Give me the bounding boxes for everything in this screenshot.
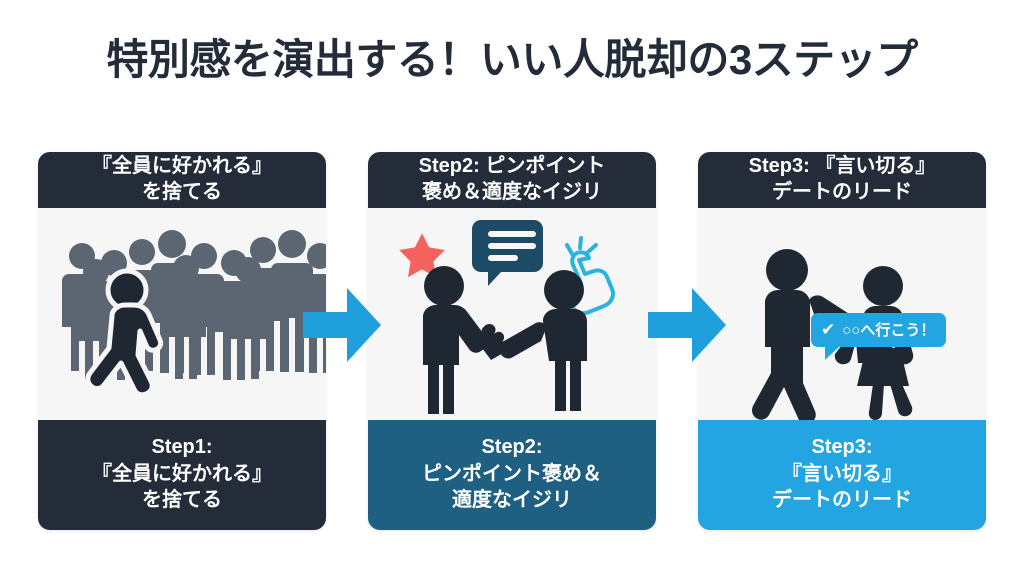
step3-header-line-1: Step3: 『言い切る』 xyxy=(748,155,936,177)
step2-header-line-1: Step2: ピンポイント xyxy=(418,155,606,177)
step3-illustration-area: ✔ ○○へ行こう！ xyxy=(698,208,986,420)
arrow-right-icon-1 xyxy=(303,288,381,362)
step3-footer-line-1: Step3: xyxy=(811,436,873,459)
two-people-talking-icon xyxy=(368,208,656,420)
star-icon xyxy=(394,228,450,282)
step1-header: 『全員に好かれる』 を捨てる xyxy=(38,152,326,208)
page-title: 特別感を演出する！いい人脱却の3ステップ xyxy=(106,36,918,83)
step1-header-line-1: 『全員に好かれる』 xyxy=(92,155,272,177)
step3-header-line-2: デートのリード xyxy=(772,181,912,203)
step3-speech-bubble: ✔ ○○へ行こう！ xyxy=(811,313,947,360)
step3-footer-line-2: 『言い切る』 xyxy=(782,462,902,485)
step1-footer-line-2: 『全員に好かれる』 xyxy=(92,462,272,485)
step3-footer-line-3: デートのリード xyxy=(772,489,912,512)
step-card-step1: 『全員に好かれる』 を捨てる xyxy=(38,152,326,530)
step2-footer-line-3: 適度なイジリ xyxy=(452,489,572,512)
step1-footer-line-3: を捨てる xyxy=(142,489,222,512)
step1-header-line-2: を捨てる xyxy=(142,181,222,203)
step3-header: Step3: 『言い切る』 デートのリード xyxy=(698,152,986,208)
arrow-right-icon-2 xyxy=(648,288,726,362)
step2-footer-line-2: ピンポイント褒め＆ xyxy=(422,462,602,485)
step2-footer-line-1: Step2: xyxy=(481,436,543,459)
crowd-with-one-leaving-icon xyxy=(38,208,326,420)
step1-illustration-area xyxy=(38,208,326,420)
step2-header: Step2: ピンポイント 褒め＆適度なイジリ xyxy=(368,152,656,208)
step2-footer: Step2: ピンポイント褒め＆ 適度なイジリ xyxy=(368,420,656,530)
step2-illustration-area xyxy=(368,208,656,420)
check-icon: ✔ xyxy=(821,320,836,339)
step-card-step2: Step2: ピンポイント 褒め＆適度なイジリ xyxy=(368,152,656,530)
step1-footer: Step1: 『全員に好かれる』 を捨てる xyxy=(38,420,326,530)
steps-card-row: 『全員に好かれる』 を捨てる xyxy=(38,152,986,532)
chat-bubble-icon xyxy=(472,220,543,286)
step2-header-line-2: 褒め＆適度なイジリ xyxy=(422,181,602,203)
step-card-step3: Step3: 『言い切る』 デートのリード xyxy=(698,152,986,530)
step1-footer-line-1: Step1: xyxy=(151,436,213,459)
step3-footer: Step3: 『言い切る』 デートのリード xyxy=(698,420,986,530)
step3-speech-bubble-text: ○○へ行こう！ xyxy=(842,322,936,339)
